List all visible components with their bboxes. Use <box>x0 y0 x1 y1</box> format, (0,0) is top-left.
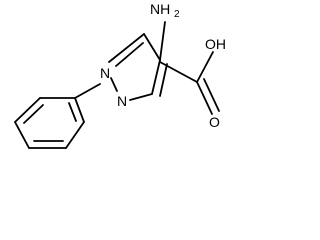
atom-carbonyl-o-label: O <box>209 114 220 130</box>
bond-ph-inner-1 <box>23 104 44 124</box>
bond-ph-2 <box>14 97 41 123</box>
bond-n1-phenyl <box>74 83 101 99</box>
bond-c4-c3 <box>151 59 161 95</box>
bond-ph-inner-3 <box>68 102 77 122</box>
bond-carboxyl-o-double-a <box>196 81 213 115</box>
atom-n2-label: N <box>117 93 127 109</box>
molecule-diagram: N N NH 2 OH O <box>14 1 226 149</box>
bond-c3-n2 <box>129 93 153 101</box>
bond-c3-carboxyl <box>159 61 198 83</box>
bond-carboxyl-oh <box>196 51 214 83</box>
bond-carboxyl-o-double-b <box>203 78 220 112</box>
bond-ph-3 <box>14 121 30 149</box>
bond-n1-c5 <box>108 33 145 63</box>
bond-n1-c5-double <box>115 42 144 67</box>
bond-c4-c3-double <box>159 63 168 97</box>
bond-ph-5 <box>65 121 85 149</box>
atom-hydroxyl-label: OH <box>205 36 226 52</box>
structure-svg: N N NH 2 OH O <box>14 1 226 149</box>
bond-c5-c4 <box>143 33 161 61</box>
atom-amino-subscript: 2 <box>174 9 180 20</box>
atom-amino-label: NH <box>150 1 170 17</box>
atom-n1-label: N <box>100 65 110 81</box>
bond-n2-n1 <box>110 77 118 92</box>
bond-ph-6 <box>74 97 85 123</box>
bond-c5-amino <box>159 21 166 61</box>
